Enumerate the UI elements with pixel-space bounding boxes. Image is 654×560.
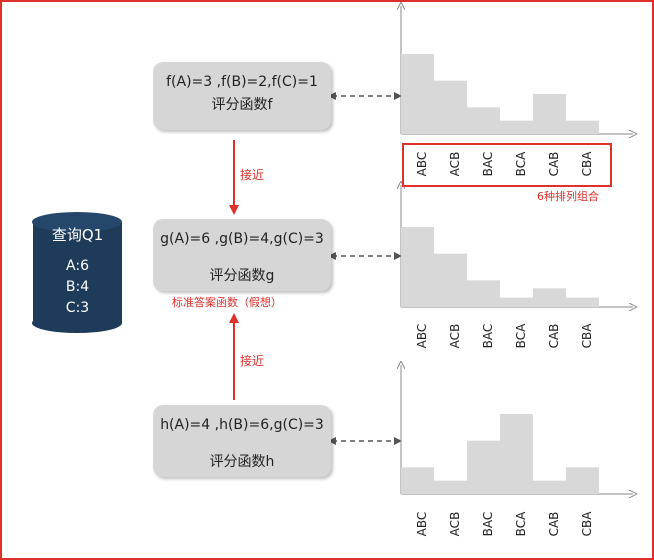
- bar-2-BCA: [500, 414, 533, 494]
- bar-1-CBA: [566, 297, 599, 307]
- bar-1-ABC: [401, 227, 434, 307]
- tick-label-2-ABC: ABC: [414, 511, 429, 537]
- bar-0-BCA: [500, 120, 533, 134]
- bar-2-CBA: [566, 467, 599, 494]
- bar-2-ABC: [401, 467, 434, 494]
- tick-label-0-ACB: ACB: [447, 151, 462, 177]
- bar-2-BAC: [467, 440, 500, 494]
- bar-0-BAC: [467, 107, 500, 134]
- bar-1-CAB: [533, 288, 566, 307]
- query-value-b: B:4: [65, 279, 90, 295]
- tick-label-2-ACB: ACB: [447, 511, 462, 537]
- score-h-name: 评分函数h: [209, 454, 275, 470]
- score-g-name: 评分函数g: [209, 268, 275, 284]
- approach-label-bottom: 接近: [240, 354, 265, 368]
- permutations-highlight: [402, 143, 612, 187]
- tick-label-1-CAB: CAB: [546, 323, 561, 349]
- bar-1-ACB: [434, 253, 467, 307]
- bar-1-BCA: [500, 297, 533, 307]
- query-value-c: C:3: [65, 300, 90, 316]
- tick-label-0-CAB: CAB: [546, 151, 561, 177]
- score-f-name: 评分函数f: [211, 97, 273, 113]
- standard-function-label: 标准答案函数（假想）: [172, 296, 282, 309]
- approach-label-top: 接近: [240, 168, 265, 182]
- bar-0-ABC: [401, 54, 434, 134]
- query-title: 查询Q1: [51, 226, 104, 244]
- bar-2-CAB: [533, 480, 566, 494]
- score-g-values: g(A)=6 ,g(B)=4,g(C)=3: [160, 231, 324, 247]
- tick-label-1-BAC: BAC: [480, 323, 495, 349]
- bar-1-BAC: [467, 280, 500, 307]
- query-cylinder: [32, 212, 122, 333]
- score-f-values: f(A)=3 ,f(B)=2,f(C)=1: [166, 74, 318, 90]
- tick-label-0-ABC: ABC: [414, 151, 429, 177]
- bar-2-ACB: [434, 480, 467, 494]
- tick-label-1-CBA: CBA: [579, 323, 594, 349]
- tick-label-1-ABC: ABC: [414, 323, 429, 349]
- tick-label-2-BAC: BAC: [480, 511, 495, 537]
- tick-label-1-BCA: BCA: [513, 323, 528, 349]
- bar-0-ACB: [434, 80, 467, 134]
- tick-label-0-BCA: BCA: [513, 151, 528, 177]
- tick-label-2-BCA: BCA: [513, 511, 528, 537]
- tick-label-2-CBA: CBA: [579, 511, 594, 537]
- tick-label-2-CAB: CAB: [546, 511, 561, 537]
- permutations-label: 6种排列组合: [537, 190, 599, 203]
- tick-label-0-BAC: BAC: [480, 151, 495, 177]
- tick-label-0-CBA: CBA: [579, 151, 594, 177]
- score-box-f: f(A)=3 ,f(B)=2,f(C)=1 评分函数f: [153, 62, 331, 130]
- tick-label-1-ACB: ACB: [447, 323, 462, 349]
- query-value-a: A:6: [66, 258, 89, 274]
- score-box-g: g(A)=6 ,g(B)=4,g(C)=3 评分函数g: [153, 219, 331, 291]
- bar-0-CAB: [533, 94, 566, 134]
- score-box-h: h(A)=4 ,h(B)=6,g(C)=3 评分函数h: [153, 405, 331, 477]
- score-h-values: h(A)=4 ,h(B)=6,g(C)=3: [160, 417, 324, 433]
- bar-0-CBA: [566, 120, 599, 134]
